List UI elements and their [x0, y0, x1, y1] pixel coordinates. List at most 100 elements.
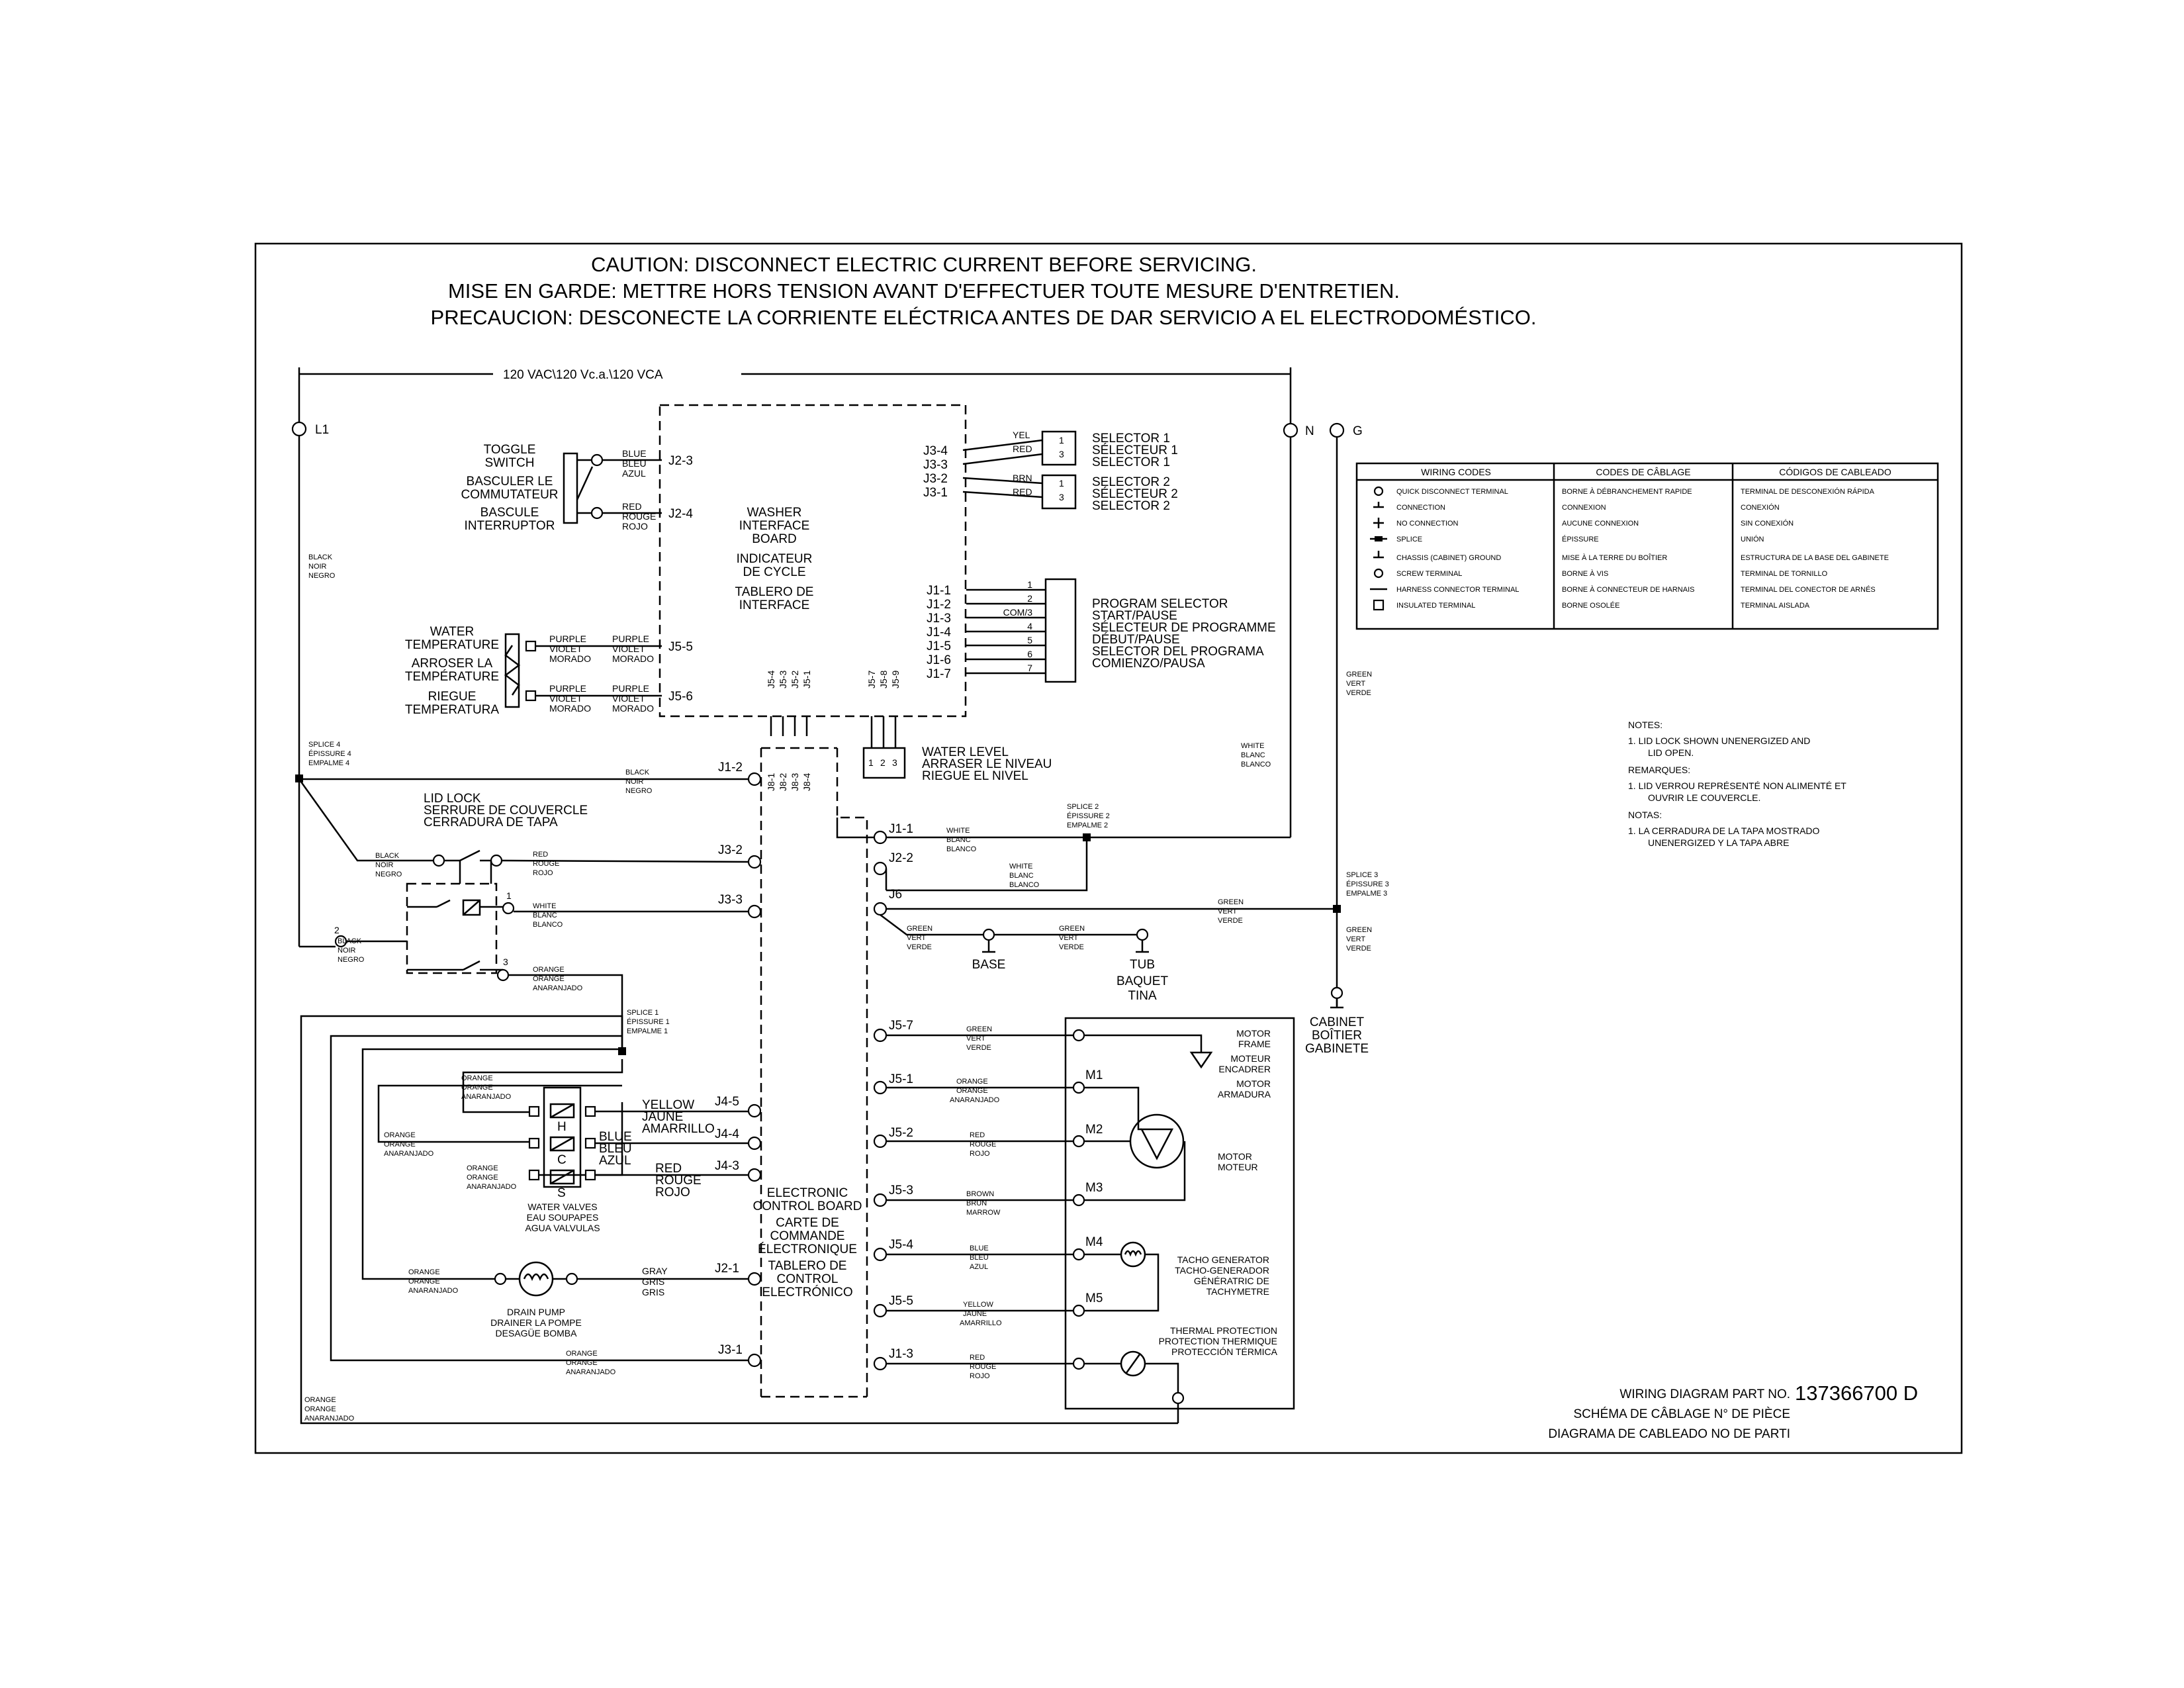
n-label: N — [1305, 424, 1314, 438]
svg-text:RED: RED — [533, 851, 548, 859]
svg-text:SPLICE 2: SPLICE 2 — [1067, 803, 1099, 811]
pin-j2-3: J2-3 — [668, 454, 693, 468]
toggle-terminal-1 — [590, 453, 604, 467]
svg-text:ROUGE: ROUGE — [655, 1174, 702, 1188]
svg-text:EMPALME 2: EMPALME 2 — [1067, 821, 1108, 829]
svg-text:ORANGE: ORANGE — [467, 1174, 498, 1182]
svg-text:ROJO: ROJO — [533, 869, 553, 877]
svg-text:BLANCO: BLANCO — [1241, 761, 1271, 769]
svg-text:RED: RED — [970, 1354, 985, 1362]
svg-text:BLACK: BLACK — [338, 937, 362, 945]
svg-text:AZUL: AZUL — [970, 1263, 988, 1271]
svg-text:ORANGE: ORANGE — [384, 1141, 416, 1149]
svg-text:BLANCO: BLANCO — [946, 845, 977, 853]
svg-text:TERMINAL AISLADA: TERMINAL AISLADA — [1741, 602, 1810, 610]
svg-text:ORANGE: ORANGE — [467, 1164, 498, 1172]
svg-text:TERMINAL DE DESCONEXIÓN RÁPIDA: TERMINAL DE DESCONEXIÓN RÁPIDA — [1741, 487, 1875, 496]
svg-text:GREEN: GREEN — [1218, 898, 1244, 906]
svg-text:VERDE: VERDE — [1346, 945, 1371, 953]
svg-text:YELLOW: YELLOW — [642, 1098, 694, 1112]
svg-text:RED: RED — [970, 1131, 985, 1139]
svg-text:S: S — [557, 1186, 566, 1200]
svg-text:BORNE À DÉBRANCHEMENT RAPIDE: BORNE À DÉBRANCHEMENT RAPIDE — [1562, 487, 1692, 496]
svg-text:TERMINAL DE TORNILLO: TERMINAL DE TORNILLO — [1741, 570, 1828, 578]
svg-text:1: 1 — [506, 890, 512, 901]
svg-text:CONTROL: CONTROL — [777, 1272, 839, 1286]
svg-text:ANARANJADO: ANARANJADO — [408, 1287, 459, 1295]
svg-text:1. LID LOCK SHOWN UNENERGIZED: 1. LID LOCK SHOWN UNENERGIZED AND — [1628, 735, 1810, 746]
svg-text:AUCUNE CONNEXION: AUCUNE CONNEXION — [1562, 520, 1639, 528]
svg-text:UNENERGIZED Y LA TAPA ABRE: UNENERGIZED Y LA TAPA ABRE — [1648, 837, 1789, 848]
svg-text:NOIR: NOIR — [338, 947, 356, 955]
svg-text:PURPLE: PURPLE — [612, 683, 649, 694]
pin-j5-5: J5-5 — [668, 640, 693, 654]
temp-terminal-2 — [525, 690, 537, 702]
svg-text:1: 1 — [1027, 579, 1032, 590]
svg-text:DE CYCLE: DE CYCLE — [743, 565, 805, 579]
svg-text:J5-4: J5-4 — [889, 1238, 913, 1252]
svg-text:TERMINAL DEL CONECTOR DE ARNÉS: TERMINAL DEL CONECTOR DE ARNÉS — [1741, 585, 1876, 594]
svg-text:VERDE: VERDE — [966, 1044, 991, 1052]
svg-text:ANARANJADO: ANARANJADO — [461, 1093, 512, 1101]
power-terminals: L1 N G — [291, 381, 1363, 438]
motor-block — [1064, 1017, 1295, 1410]
svg-text:GREEN: GREEN — [907, 925, 933, 933]
svg-text:7: 7 — [1027, 663, 1032, 673]
svg-text:YELLOW: YELLOW — [963, 1301, 993, 1309]
svg-text:CARTE DE: CARTE DE — [776, 1216, 839, 1230]
svg-text:MOTOR: MOTOR — [1218, 1151, 1252, 1162]
svg-text:FRAME: FRAME — [1238, 1039, 1271, 1049]
svg-text:PROGRAM SELECTOR: PROGRAM SELECTOR — [1092, 597, 1228, 611]
svg-text:ENCADRER: ENCADRER — [1218, 1064, 1271, 1074]
ground-wiring: SPLICE 3 ÉPISSURE 3 EMPALME 3 GREEN VERT… — [880, 871, 1389, 1056]
svg-text:ELECTRONIC: ELECTRONIC — [767, 1186, 848, 1200]
svg-text:INTERFACE: INTERFACE — [739, 519, 810, 533]
svg-text:ORANGE: ORANGE — [304, 1396, 336, 1404]
svg-text:ARROSER LA: ARROSER LA — [412, 657, 493, 671]
svg-text:5: 5 — [1027, 635, 1032, 645]
svg-text:J5-8: J5-8 — [878, 671, 889, 688]
svg-text:VERT: VERT — [1059, 934, 1078, 942]
green-wire-label-g: GREEN VERT VERDE — [1346, 671, 1372, 697]
svg-text:ORANGE: ORANGE — [956, 1078, 988, 1086]
svg-text:DÉBUT/PAUSE: DÉBUT/PAUSE — [1092, 633, 1180, 647]
svg-text:TABLERO DE: TABLERO DE — [768, 1259, 847, 1273]
svg-text:VERT: VERT — [966, 1035, 985, 1043]
svg-text:TACHO-GENERADOR: TACHO-GENERADOR — [1175, 1265, 1269, 1276]
svg-text:RIEGUE: RIEGUE — [428, 690, 477, 704]
caution-fr: MISE EN GARDE: METTRE HORS TENSION AVANT… — [448, 279, 1400, 303]
svg-text:NOTAS:: NOTAS: — [1628, 810, 1662, 820]
svg-text:ANARANJADO: ANARANJADO — [467, 1183, 517, 1191]
svg-text:SPLICE 4: SPLICE 4 — [308, 741, 340, 749]
splice-4-label: SPLICE 4 ÉPISSURE 4 EMPALME 4 — [308, 741, 351, 767]
water-valves: H C S WATER VALVES EAU SOUPAPES AGUA VAL… — [525, 1086, 749, 1233]
svg-text:J5-1: J5-1 — [889, 1072, 913, 1086]
svg-text:NOIR: NOIR — [625, 778, 644, 786]
svg-text:BLACK: BLACK — [308, 553, 333, 561]
svg-text:1: 1 — [868, 757, 874, 768]
svg-text:J2-2: J2-2 — [889, 851, 913, 865]
svg-text:ÉPISSURE 4: ÉPISSURE 4 — [308, 749, 351, 758]
svg-text:ORANGE: ORANGE — [384, 1131, 416, 1139]
svg-text:M4: M4 — [1085, 1235, 1103, 1249]
svg-text:1. LA CERRADURA DE LA TAPA MOS: 1. LA CERRADURA DE LA TAPA MOSTRADO — [1628, 825, 1820, 836]
svg-text:DIAGRAMA DE CABLEADO NO DE PAR: DIAGRAMA DE CABLEADO NO DE PARTI — [1548, 1427, 1790, 1441]
svg-text:J3-3: J3-3 — [718, 893, 743, 907]
svg-text:2: 2 — [880, 757, 886, 768]
svg-text:GRIS: GRIS — [642, 1276, 664, 1287]
svg-text:BLACK: BLACK — [625, 769, 650, 776]
svg-text:J5-2: J5-2 — [889, 1126, 913, 1140]
svg-text:2: 2 — [334, 925, 340, 935]
svg-text:CODES DE CÂBLAGE: CODES DE CÂBLAGE — [1596, 467, 1690, 477]
svg-text:NEGRO: NEGRO — [338, 956, 365, 964]
svg-text:INDICATEUR: INDICATEUR — [737, 552, 813, 566]
svg-text:PROTECTION THERMIQUE: PROTECTION THERMIQUE — [1159, 1336, 1277, 1346]
svg-text:WIRING DIAGRAM PART NO.: WIRING DIAGRAM PART NO. — [1619, 1387, 1790, 1401]
svg-text:ORANGE: ORANGE — [533, 966, 565, 974]
svg-text:ANARANJADO: ANARANJADO — [950, 1096, 1000, 1104]
svg-text:ORANGE: ORANGE — [566, 1359, 598, 1367]
svg-text:RED: RED — [1013, 444, 1032, 454]
svg-text:THERMAL PROTECTION: THERMAL PROTECTION — [1170, 1325, 1277, 1336]
svg-text:BOÎTIER: BOÎTIER — [1312, 1028, 1362, 1043]
svg-text:SPLICE 1: SPLICE 1 — [627, 1009, 659, 1017]
